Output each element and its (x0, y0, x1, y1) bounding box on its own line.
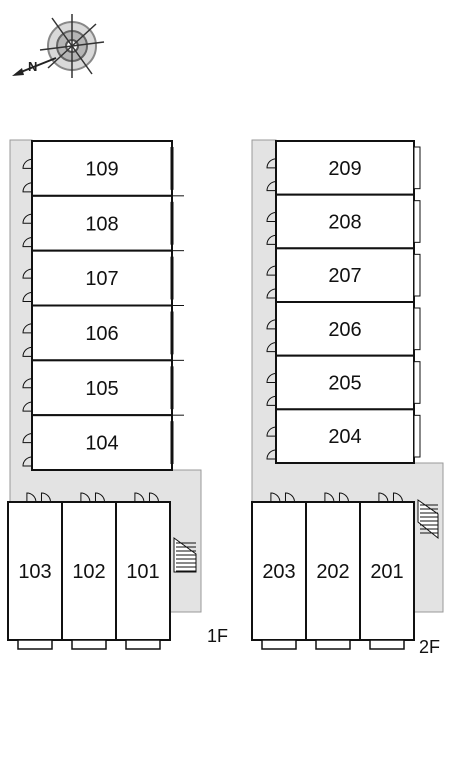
door-icon (22, 433, 33, 444)
door-icon (266, 265, 277, 276)
door-icon (266, 212, 277, 222)
door-icon (266, 342, 277, 353)
balcony (413, 307, 421, 351)
unit-201-label: 201 (370, 561, 403, 583)
balcony (369, 639, 405, 650)
door-icon (22, 323, 33, 334)
balcony (413, 361, 421, 404)
floor-2-label: 2F (419, 637, 440, 657)
unit-104-label: 104 (85, 433, 118, 455)
unit-109 (31, 140, 173, 197)
unit-209 (275, 140, 415, 196)
door-icon (266, 181, 277, 192)
unit-202-label: 202 (316, 561, 349, 583)
door-icon (22, 401, 33, 412)
door-icon (270, 492, 281, 503)
door-icon (266, 449, 277, 460)
door-icon (324, 492, 335, 503)
balcony (413, 146, 421, 190)
door-icon (22, 378, 33, 389)
door-icon (134, 492, 145, 503)
unit-207-label: 207 (328, 265, 361, 287)
floor-1: 109 108 107 106 105 104 103 102 101 (7, 139, 202, 650)
floor-2: 209 208 207 206 205 204 203 202 201 (251, 139, 444, 650)
balcony (17, 639, 53, 650)
unit-105-label: 105 (85, 378, 118, 400)
unit-108-label: 108 (85, 213, 118, 235)
unit-205-label: 205 (328, 373, 361, 395)
unit-203 (251, 501, 307, 641)
door-icon (94, 492, 105, 503)
balcony (315, 639, 351, 650)
door-icon (22, 237, 33, 248)
unit-109-label: 109 (85, 158, 118, 180)
unit-201 (359, 501, 415, 641)
door-icon (266, 426, 277, 437)
balcony (413, 200, 421, 243)
unit-106 (31, 304, 173, 362)
door-icon (266, 158, 277, 169)
unit-205 (275, 354, 415, 411)
door-icon (338, 492, 349, 503)
unit-206-label: 206 (328, 319, 361, 341)
balcony (413, 253, 421, 297)
door-icon (22, 158, 33, 169)
unit-204-label: 204 (328, 426, 361, 448)
door-icon (22, 346, 33, 357)
unit-209-label: 209 (328, 158, 361, 180)
balcony (413, 414, 421, 458)
unit-102-label: 102 (72, 561, 105, 583)
unit-106-label: 106 (85, 323, 118, 345)
balcony (125, 639, 161, 650)
door-icon (80, 492, 91, 503)
door-icon (378, 492, 389, 503)
door-icon (266, 234, 277, 245)
unit-208-label: 208 (328, 212, 361, 234)
door-icon (392, 492, 403, 503)
balcony (261, 639, 297, 650)
door-icon (266, 288, 277, 299)
unit-103-label: 103 (18, 561, 51, 583)
floor-1-label: 1F (207, 626, 228, 646)
unit-101-label: 101 (126, 561, 159, 583)
stairs-icon (173, 537, 197, 573)
door-icon (22, 268, 33, 279)
balcony (71, 639, 107, 650)
door-icon (22, 292, 33, 302)
unit-104 (31, 414, 173, 471)
door-icon (22, 456, 33, 467)
door-icon (22, 182, 33, 193)
door-icon (266, 373, 277, 383)
door-icon (22, 213, 33, 224)
unit-101 (115, 501, 171, 641)
door-icon (148, 492, 159, 503)
door-icon (40, 492, 51, 503)
compass-icon: N (12, 14, 105, 78)
compass-north-letter: N (28, 59, 37, 74)
door-icon (26, 492, 37, 503)
stairs-icon (417, 499, 439, 540)
door-icon (284, 492, 295, 503)
door-icon (266, 395, 277, 406)
unit-203-label: 203 (262, 561, 295, 583)
unit-204 (275, 408, 415, 465)
unit-107-label: 107 (85, 268, 118, 290)
door-icon (266, 319, 277, 330)
unit-206 (275, 301, 415, 357)
